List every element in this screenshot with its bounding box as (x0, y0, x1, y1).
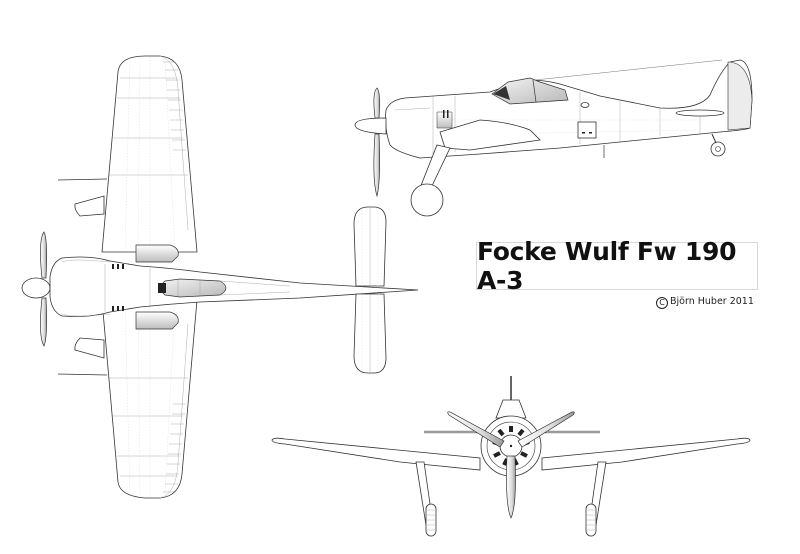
title-box: Focke Wulf Fw 190 A-3 (476, 237, 758, 295)
side-view-spinner (354, 117, 387, 135)
credit-text: Björn Huber 2011 (670, 296, 754, 307)
front-view-left-wing (271, 437, 481, 471)
front-view-propeller-blade-left (447, 411, 505, 448)
side-view (354, 59, 753, 217)
side-view-fuselage (385, 59, 753, 159)
front-view-propeller-blade-lower (506, 455, 516, 519)
propeller-blade-lower (40, 297, 48, 347)
spinner-icon (21, 277, 51, 299)
aircraft-title: Focke Wulf Fw 190 A-3 (477, 237, 737, 295)
top-view (21, 55, 419, 499)
side-view-canopy (491, 77, 569, 105)
side-view-propeller-upper (373, 87, 381, 119)
front-view-propeller-blade-right (517, 411, 575, 448)
propeller-blade-upper (40, 231, 48, 279)
copyright-icon: C (656, 297, 668, 309)
top-view-canopy (157, 278, 227, 298)
side-view-propeller-lower (373, 133, 381, 198)
front-view-right-wing (541, 437, 751, 471)
front-view (271, 376, 751, 537)
